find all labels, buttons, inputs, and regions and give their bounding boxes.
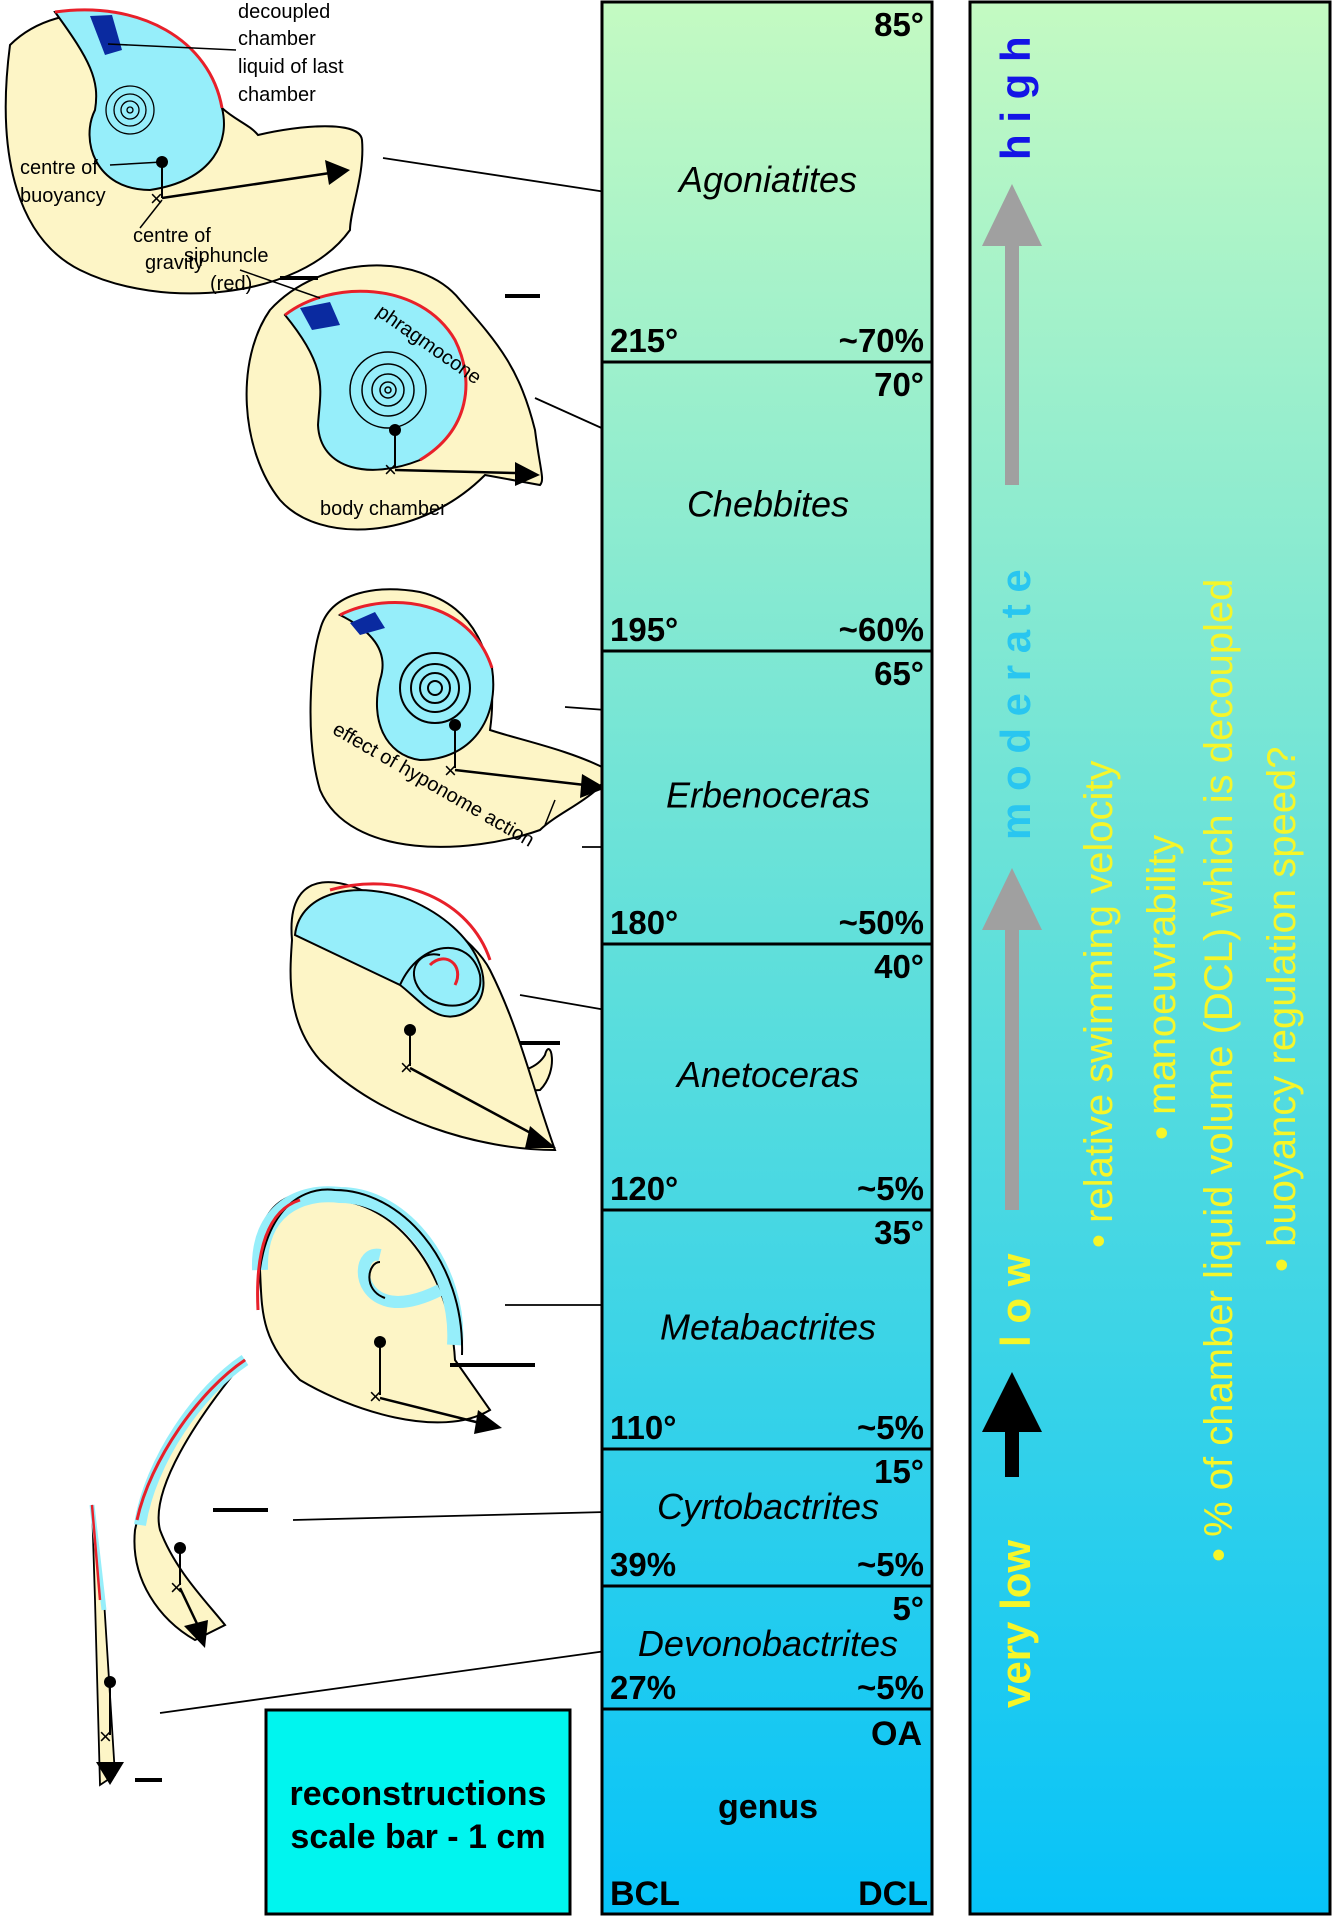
genus-dcl: ~60%: [839, 611, 924, 648]
scale-legend-box: reconstructions scale bar - 1 cm: [264, 1708, 572, 1916]
genus-dcl: ~5%: [857, 1669, 924, 1706]
genus-row: 40° Anetoceras 120° ~5%: [602, 942, 932, 1207]
bullet-swimming-velocity: • relative swimming velocity: [1077, 761, 1121, 1248]
shell-cyrtobactrites: ×: [133, 1355, 268, 1648]
bullet-buoyancy-regulation: • buoyancy regulation speed?: [1260, 747, 1304, 1273]
label-gravity: gravity: [145, 252, 204, 274]
bullet-chamber-liquid-volume: • % of chamber liquid volume (DCL) which…: [1197, 579, 1241, 1562]
scale-high: h i g h: [992, 36, 1039, 160]
svg-text:×: ×: [99, 1724, 112, 1749]
genus-name: Cyrtobactrites: [657, 1486, 879, 1527]
genus-name: Agoniatites: [677, 159, 857, 200]
shell-erbenoceras: ×: [309, 588, 610, 848]
genus-dcl: ~5%: [857, 1170, 924, 1207]
svg-text:×: ×: [369, 1384, 382, 1409]
scale-very-low: very low: [992, 1540, 1039, 1708]
genus-bcl: 120°: [610, 1170, 678, 1207]
genus-legend-row: OA genus BCL DCL: [610, 1715, 928, 1913]
genus-name: Chebbites: [687, 484, 849, 525]
genus-row: 65° Erbenoceras 180° ~50%: [602, 649, 932, 941]
bullet-manoeuvrability: • manoeuvrability: [1140, 835, 1184, 1140]
svg-text:×: ×: [400, 1055, 413, 1080]
label-centre-of-buoyancy-1: centre of: [20, 157, 98, 179]
genus-name: Erbenoceras: [666, 775, 870, 816]
arrow-moderate: [982, 184, 1042, 485]
genus-dcl: ~70%: [839, 322, 924, 359]
arrow-very-low: [982, 1372, 1042, 1477]
leader-lines: [159, 157, 607, 1714]
label-siphuncle: siphuncle: [184, 245, 269, 267]
genus-oa: 85°: [874, 6, 924, 43]
genus-oa: 35°: [874, 1214, 924, 1251]
arrow-low: [982, 868, 1042, 1210]
genus-bcl: 195°: [610, 611, 678, 648]
scale-moderate: m o d e r a t e: [992, 569, 1039, 840]
label-body-chamber: body chamber: [320, 498, 447, 520]
genus-name: Metabactrites: [660, 1307, 876, 1348]
genus-column: 85° Agoniatites 215° ~70% 70° Chebbites 195° ~6…: [600, 0, 934, 1916]
scale-box-line-1: reconstructions: [290, 1775, 547, 1813]
genus-bcl: 27%: [610, 1669, 676, 1706]
shell-chebbites: ×: [245, 264, 544, 531]
legend-dcl: DCL: [858, 1875, 928, 1913]
label-chamber: chamber: [238, 28, 316, 50]
shell-reconstructions: × ×: [4, 1, 610, 1787]
label-buoyancy: buoyancy: [20, 185, 106, 207]
legend-oa: OA: [871, 1715, 922, 1753]
label-centre-of-gravity-1: centre of: [133, 225, 211, 247]
genus-name: Devonobactrites: [638, 1623, 898, 1664]
shell-anetoceras: ×: [289, 881, 560, 1152]
legend-bcl: BCL: [610, 1875, 680, 1913]
genus-row: 5°Devonobactrites 27% ~5%: [602, 1584, 932, 1706]
genus-row: 35° Metabactrites 110° ~5%: [602, 1208, 932, 1446]
genus-name: Anetoceras: [675, 1054, 859, 1095]
genus-oa: 5°: [892, 1590, 924, 1627]
genus-dcl: ~50%: [839, 904, 924, 941]
genus-row: 70° Chebbites 195° ~60%: [602, 360, 932, 648]
label-red: (red): [210, 273, 252, 295]
label-liquid-of-last: liquid of last: [238, 56, 344, 78]
genus-row: 85° Agoniatites 215° ~70%: [610, 6, 924, 359]
svg-text:×: ×: [170, 1575, 183, 1600]
genus-bcl: 180°: [610, 904, 678, 941]
genus-oa: 70°: [874, 366, 924, 403]
svg-text:×: ×: [444, 758, 457, 783]
scale-low: l o w: [992, 1253, 1039, 1347]
scale-box-line-2: scale bar - 1 cm: [290, 1818, 545, 1856]
genus-dcl: ~5%: [857, 1409, 924, 1446]
legend-genus: genus: [718, 1788, 818, 1826]
shell-metabactrites: ×: [251, 1186, 535, 1434]
label-decoupled: decoupled: [238, 1, 330, 23]
shell-devonobactrites: ×: [89, 1504, 162, 1787]
genus-dcl: ~5%: [857, 1546, 924, 1583]
genus-oa: 40°: [874, 948, 924, 985]
genus-bcl: 110°: [610, 1409, 676, 1446]
genus-bcl: 215°: [610, 322, 678, 359]
genus-row: 15°Cyrtobactrites 39% ~5%: [602, 1447, 932, 1583]
svg-text:×: ×: [150, 186, 163, 211]
performance-panel: very low l o w m o d e r a t e h i g h •…: [968, 0, 1332, 1916]
svg-text:×: ×: [384, 457, 397, 482]
genus-bcl: 39%: [610, 1546, 676, 1583]
genus-oa: 15°: [874, 1453, 924, 1490]
label-chamber-2: chamber: [238, 84, 316, 106]
shell-agoniatites: ×: [4, 8, 364, 295]
genus-oa: 65°: [874, 655, 924, 692]
